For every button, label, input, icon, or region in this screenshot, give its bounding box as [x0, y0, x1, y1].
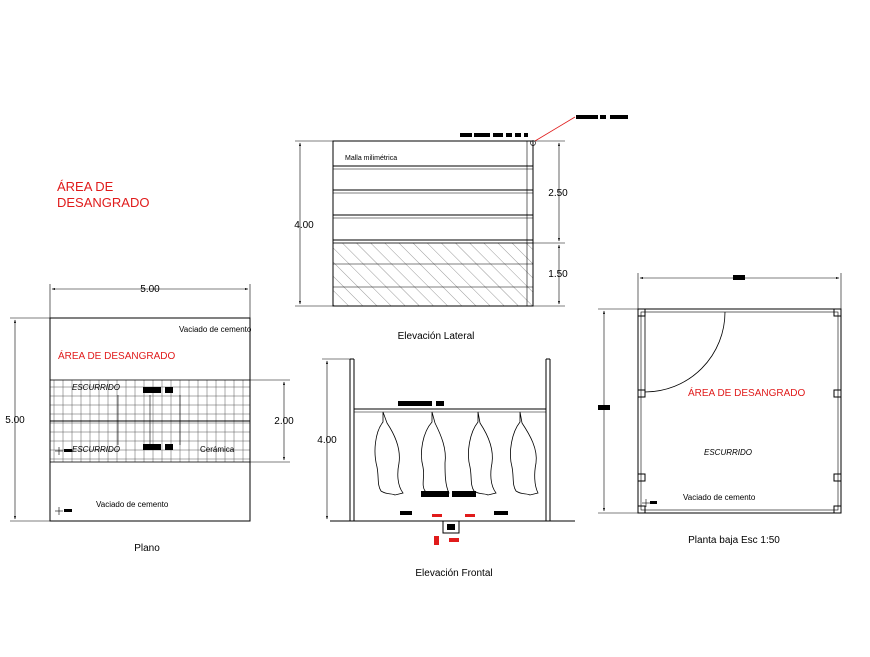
lateral-hatched-base — [332, 242, 534, 307]
plano-escurrido-label-1: ESCURRIDO — [72, 383, 120, 392]
plano-strip-dim: 2.00 — [274, 416, 294, 427]
carcass-shapes — [374, 411, 539, 496]
drain-symbol — [55, 447, 72, 515]
main-title-line2: DESANGRADO — [57, 195, 149, 210]
plano-area-label: ÁREA DE DESANGRADO — [58, 349, 175, 362]
frontal-height-dim: 4.00 — [317, 435, 337, 446]
planta-area-label: ÁREA DE DESANGRADO — [688, 386, 805, 399]
planta-drain-symbol — [642, 499, 657, 507]
plano-escurrido-label-2: ESCURRIDO — [72, 445, 120, 454]
planta-cement-label: Vaciado de cemento — [683, 493, 756, 502]
redacted-block — [143, 387, 161, 393]
planta-escurrido-label: ESCURRIDO — [704, 448, 752, 457]
lateral-upper-dim: 2.50 — [548, 188, 568, 199]
plano-view: 5.00 5.00 2.00 Vaciado de cemento ÁREA D… — [5, 284, 294, 554]
plano-caption: Plano — [134, 543, 160, 554]
planta-baja-view: ÁREA DE DESANGRADO ESCURRIDO Vaciado de … — [598, 273, 842, 546]
main-title-line1: ÁREA DE — [57, 179, 114, 194]
planta-caption: Planta baja Esc 1:50 — [688, 535, 780, 546]
elevacion-frontal-view: 4.00 Elevación Frontal — [317, 358, 575, 579]
frontal-caption: Elevación Frontal — [415, 568, 492, 579]
plano-cement-bottom-label: Vaciado de cemento — [96, 500, 169, 509]
elevacion-lateral-view: Malla milimétrica 4.00 2.50 1.50 Elevaci… — [294, 115, 628, 342]
lateral-caption: Elevación Lateral — [398, 331, 475, 342]
lateral-height-dim: 4.00 — [294, 220, 314, 231]
door-swing — [644, 311, 726, 393]
plano-cement-top-label: Vaciado de cemento — [179, 325, 252, 334]
plano-ceramica-label: Cerámica — [200, 445, 235, 454]
plano-height-dim: 5.00 — [5, 415, 25, 426]
malla-label: Malla milimétrica — [345, 155, 397, 162]
lateral-lower-dim: 1.50 — [548, 269, 568, 280]
planta-outline — [637, 308, 842, 514]
plano-width-dim: 5.00 — [140, 284, 160, 295]
